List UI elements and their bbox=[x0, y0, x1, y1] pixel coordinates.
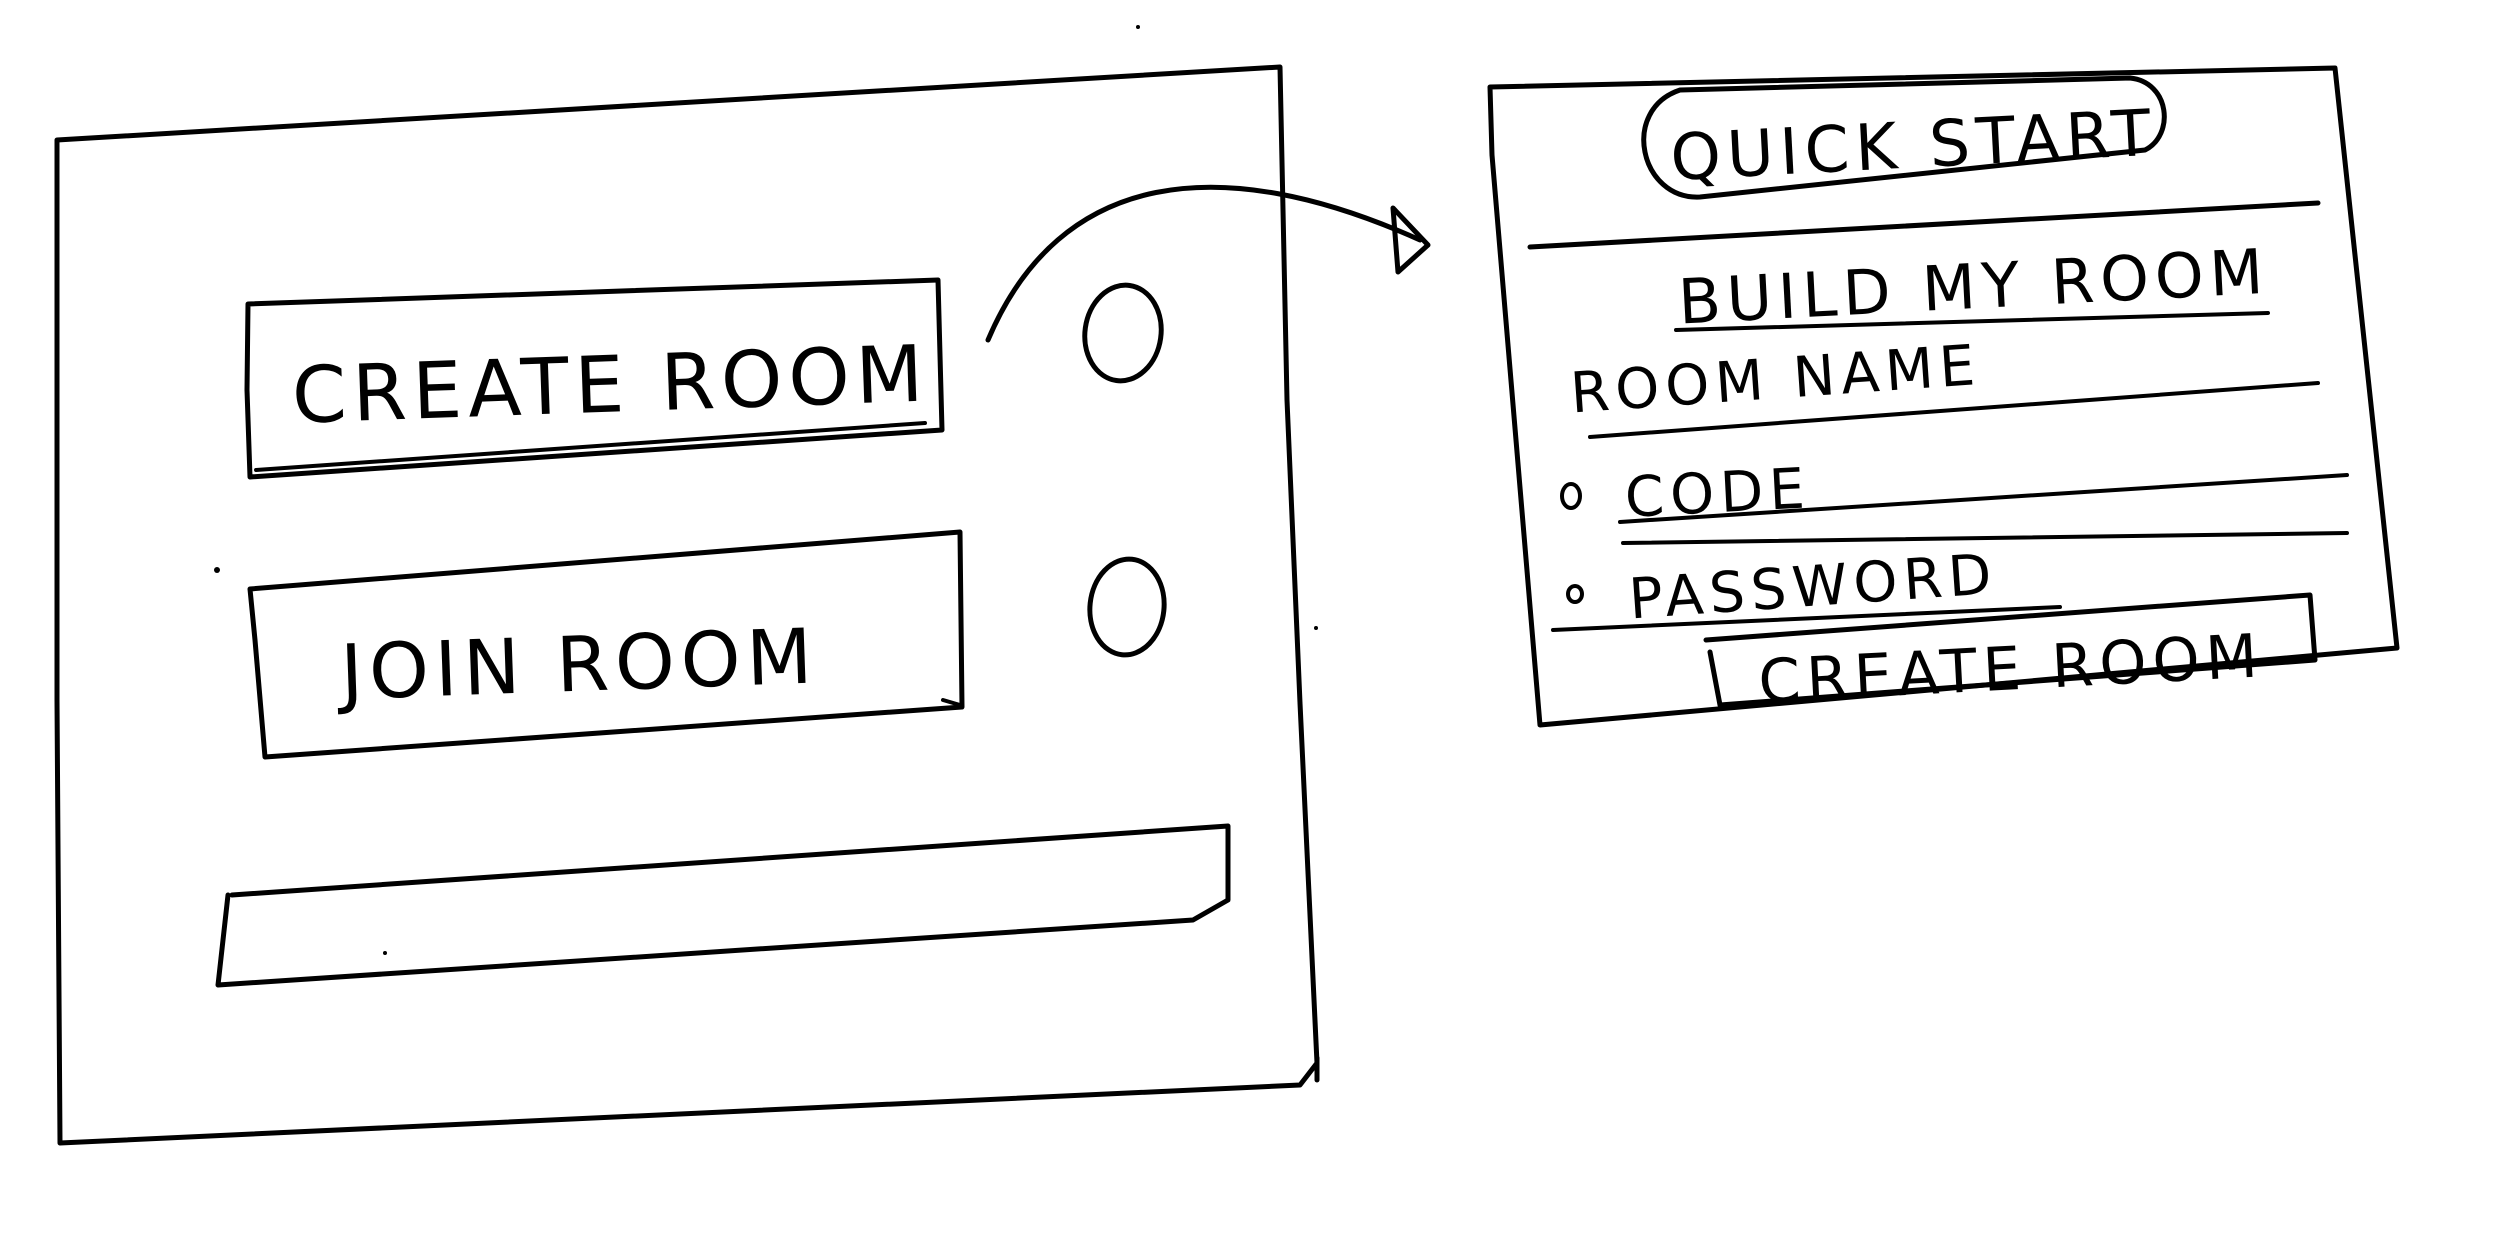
join-room-button-label: JOIN ROOM bbox=[335, 611, 820, 717]
create-room-button-inner-line bbox=[254, 421, 927, 472]
right-create-room-border bbox=[1703, 592, 2318, 708]
password-radio[interactable] bbox=[1566, 584, 1584, 604]
code-divider bbox=[1618, 473, 2349, 524]
quick-start-button-label: QUICK START bbox=[1669, 97, 2159, 196]
arrow-head bbox=[1390, 205, 1431, 275]
stray-dot bbox=[1136, 25, 1140, 29]
left-screen: CREATE ROOM JOIN ROOM bbox=[54, 64, 1320, 1146]
bottom-input-field[interactable] bbox=[215, 823, 1231, 988]
right-create-room-label: CREATE ROOM bbox=[1757, 621, 2265, 717]
option-code[interactable]: CODE bbox=[1560, 456, 1812, 531]
quick-start-button-border bbox=[1641, 75, 2167, 200]
room-name-input[interactable] bbox=[1588, 381, 2320, 439]
quick-start-button[interactable]: QUICK START bbox=[1641, 75, 2167, 200]
password-divider bbox=[1621, 531, 2349, 545]
create-room-button-border bbox=[244, 277, 945, 480]
flow-arrow bbox=[985, 184, 1431, 343]
create-room-button-label: CREATE ROOM bbox=[290, 330, 930, 442]
arrow-curve bbox=[985, 184, 1423, 343]
right-screen: QUICK START BUILD MY ROOM ROOM NAME CODE… bbox=[1487, 65, 2400, 728]
join-room-button-border bbox=[247, 529, 965, 760]
create-room-button[interactable]: CREATE ROOM bbox=[244, 277, 945, 480]
options-bottom-line bbox=[1551, 605, 2062, 632]
code-radio[interactable] bbox=[1560, 482, 1582, 510]
stray-dot bbox=[214, 567, 220, 573]
stray-dot bbox=[383, 951, 387, 955]
join-room-radio[interactable] bbox=[1085, 555, 1169, 658]
build-heading-underline bbox=[1674, 311, 2270, 332]
header-divider bbox=[1527, 200, 2321, 250]
stray-dot bbox=[1314, 626, 1318, 630]
join-room-button-inner-line bbox=[941, 698, 962, 707]
create-room-radio[interactable] bbox=[1079, 280, 1168, 386]
join-room-button[interactable]: JOIN ROOM bbox=[247, 529, 965, 760]
